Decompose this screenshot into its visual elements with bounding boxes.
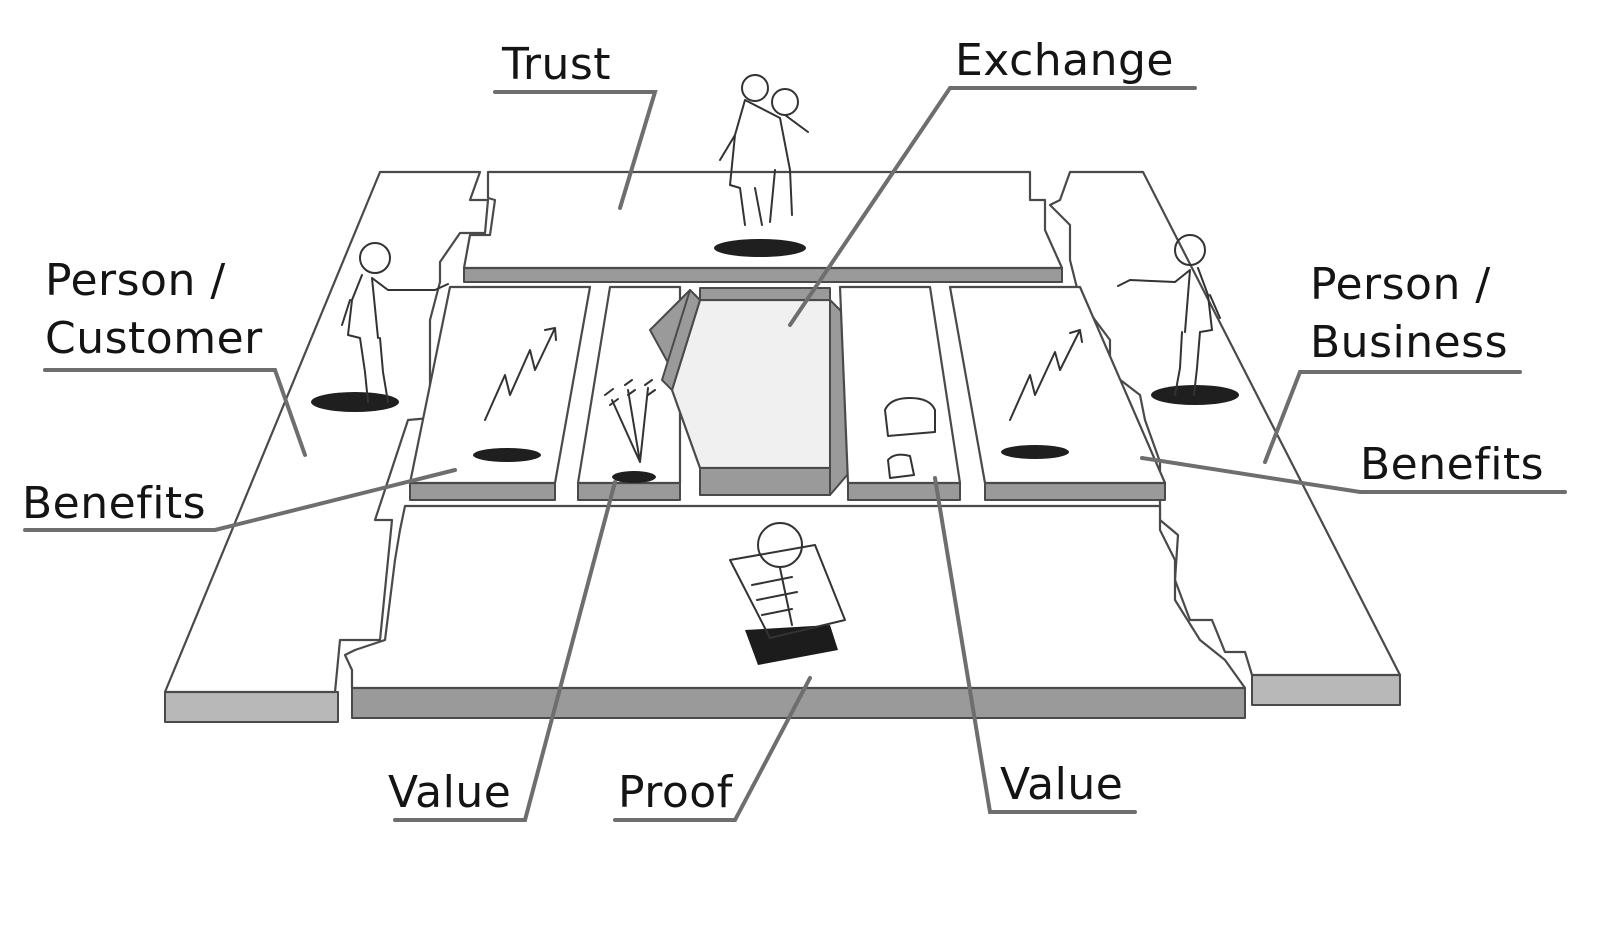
growth-arrow-left-icon <box>473 327 557 462</box>
trust-panel <box>462 170 1064 283</box>
person-customer-label-line1: Person / <box>45 255 226 306</box>
person-business-icon <box>1117 234 1239 405</box>
handshake-figures-icon <box>714 74 809 257</box>
value-left-leader <box>393 480 617 822</box>
left-panel <box>163 170 490 723</box>
proof-label: Proof <box>618 767 733 818</box>
person-business-label-line1: Person / <box>1310 259 1491 310</box>
value-right-leader <box>933 476 1137 814</box>
person-business-label-line2: Business <box>1310 317 1509 368</box>
growth-arrow-right-icon <box>1001 329 1083 459</box>
person-customer-label-line2: Customer <box>45 313 263 364</box>
value-right-label: Value <box>1000 759 1124 810</box>
exchange-gateway <box>649 287 862 496</box>
benefits-left-leader <box>23 468 457 532</box>
value-left-label: Value <box>388 767 512 818</box>
benefits-right-leader <box>1140 456 1567 494</box>
person-customer-icon <box>311 242 449 412</box>
benefits-left-label: Benefits <box>22 478 207 529</box>
benefits-right-label: Benefits <box>1360 439 1545 490</box>
benefits-left-panel <box>408 285 592 501</box>
value-right-panel <box>838 285 962 501</box>
exchange-label: Exchange <box>955 35 1174 86</box>
exchange-leader <box>788 86 1197 327</box>
trust-leader <box>493 90 658 210</box>
leader-lines <box>23 86 1567 822</box>
wheat-icon <box>604 379 656 483</box>
bread-icon <box>884 397 936 479</box>
trust-label: Trust <box>502 39 612 90</box>
person-customer-leader <box>43 368 307 457</box>
magnifier-document-icon <box>729 522 846 665</box>
proof-leader <box>613 676 812 822</box>
proof-panel <box>343 504 1247 719</box>
person-business-leader <box>1263 370 1522 464</box>
benefits-right-panel <box>948 285 1167 501</box>
